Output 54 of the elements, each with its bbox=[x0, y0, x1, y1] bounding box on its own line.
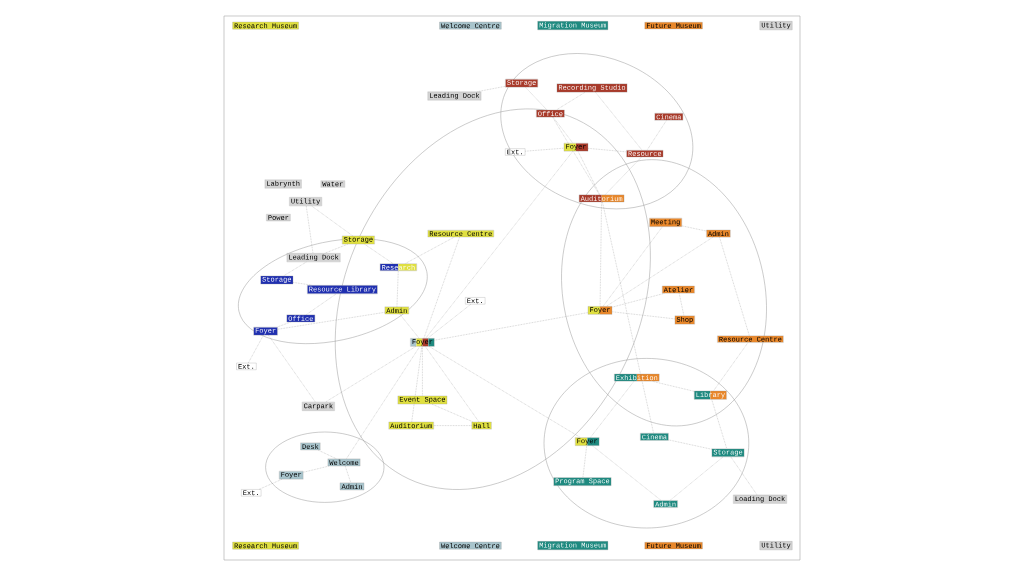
connector-line bbox=[646, 120, 667, 151]
connector-line bbox=[590, 381, 635, 438]
connector-line bbox=[711, 399, 727, 449]
connector-line bbox=[552, 117, 600, 195]
connector-line bbox=[283, 261, 307, 276]
connector-line bbox=[399, 313, 420, 339]
connector-line bbox=[248, 335, 264, 364]
connector-line bbox=[364, 244, 394, 264]
connector-line bbox=[713, 342, 749, 391]
connector-line bbox=[652, 381, 695, 392]
connector-line bbox=[405, 236, 455, 264]
connector-line bbox=[306, 205, 314, 254]
connector-line bbox=[602, 201, 654, 434]
connector-line bbox=[582, 445, 587, 478]
connector-line bbox=[346, 346, 420, 459]
connector-line bbox=[668, 439, 712, 450]
connector-line bbox=[411, 346, 422, 423]
connector-line bbox=[311, 205, 353, 236]
connector-line bbox=[259, 479, 282, 490]
connector-line bbox=[730, 456, 758, 495]
connector-line bbox=[612, 293, 665, 308]
connector-line bbox=[324, 244, 348, 254]
connector-line bbox=[606, 237, 713, 307]
connector-line bbox=[325, 346, 416, 403]
connector-line bbox=[592, 445, 662, 501]
connector-line bbox=[612, 311, 675, 320]
connector-line bbox=[318, 449, 337, 459]
connector-line bbox=[268, 335, 316, 403]
connector-line bbox=[434, 312, 589, 341]
connector-line bbox=[345, 465, 351, 483]
connector-line bbox=[425, 346, 480, 423]
connector-line bbox=[277, 312, 385, 330]
connector-line bbox=[423, 236, 460, 339]
connector-line bbox=[276, 321, 291, 328]
connector-line bbox=[602, 226, 663, 307]
connector-line bbox=[427, 304, 471, 339]
connector-line bbox=[556, 92, 585, 111]
connector-line bbox=[670, 456, 724, 501]
connector-line bbox=[679, 293, 685, 316]
connector-line bbox=[595, 92, 643, 151]
connector-line bbox=[588, 148, 627, 153]
connector-line bbox=[477, 86, 506, 92]
connector-line bbox=[553, 117, 573, 144]
connector-line bbox=[577, 151, 600, 195]
connector-line bbox=[306, 293, 337, 315]
connector-line bbox=[425, 151, 573, 339]
connector-line bbox=[525, 87, 548, 111]
connector-line bbox=[303, 465, 329, 473]
connector-line bbox=[605, 156, 642, 195]
connector-line bbox=[719, 237, 750, 336]
connector-line bbox=[429, 346, 581, 438]
connector-line bbox=[432, 404, 474, 423]
connector-line bbox=[681, 225, 707, 232]
connector-line bbox=[293, 282, 313, 286]
